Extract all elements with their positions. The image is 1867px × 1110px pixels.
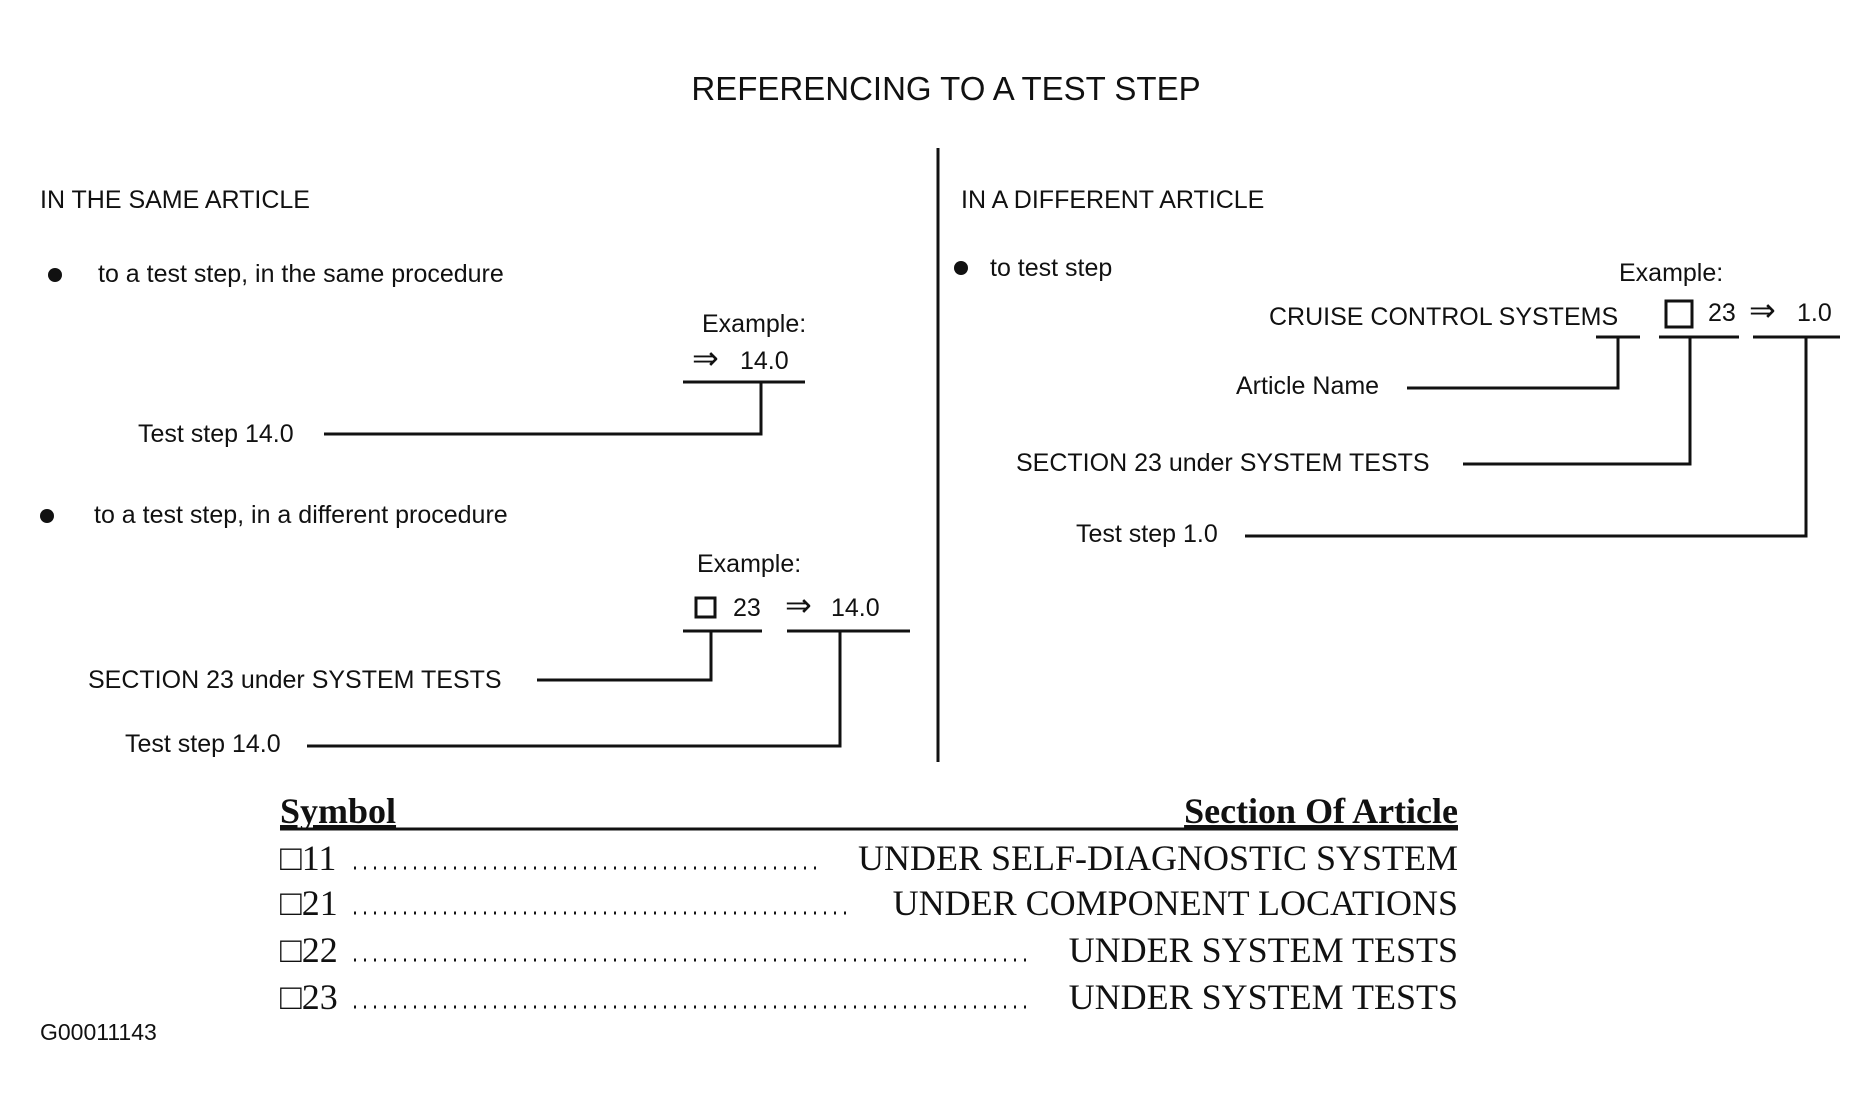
row-symbol: □22 <box>280 930 338 970</box>
example-2-step-leader <box>307 631 842 748</box>
bullet-icon <box>48 268 62 282</box>
right-heading: IN A DIFFERENT ARTICLE <box>961 186 1264 214</box>
example-1-label: Example: <box>702 310 806 338</box>
example-1-leader <box>324 382 763 436</box>
right-section-leader <box>1463 337 1692 466</box>
example-1-step: 14.0 <box>740 347 789 375</box>
example-2-section-leader <box>537 631 713 682</box>
example-2-section: 23 <box>733 594 761 622</box>
diagram-title: REFERENCING TO A TEST STEP <box>691 70 1200 107</box>
example-1-callout: Test step 14.0 <box>138 420 294 448</box>
row-symbol: □21 <box>280 883 338 923</box>
right-bullet-1: to test step <box>990 254 1112 282</box>
right-example-article: CRUISE CONTROL SYSTEMS <box>1269 303 1618 331</box>
right-step-leader <box>1245 337 1808 538</box>
right-example-arrow: ⇒ <box>1749 292 1776 328</box>
figure-id: G00011143 <box>40 1019 157 1045</box>
example-2-step: 14.0 <box>831 594 880 622</box>
row-section: UNDER SELF-DIAGNOSTIC SYSTEM <box>858 838 1458 878</box>
section-box-icon <box>1664 299 1694 329</box>
table-row: □22 UNDER SYSTEM TESTS <box>280 930 1458 970</box>
row-section: UNDER SYSTEM TESTS <box>1069 930 1458 970</box>
left-heading: IN THE SAME ARTICLE <box>40 186 310 214</box>
section-box-icon <box>694 596 717 619</box>
right-callout-article: Article Name <box>1236 372 1379 400</box>
left-bullet-2: to a test step, in a different procedure <box>94 501 508 529</box>
right-article-leader <box>1407 337 1620 390</box>
example-2-label: Example: <box>697 550 801 578</box>
right-example-label: Example: <box>1619 259 1723 287</box>
table-row: □23 UNDER SYSTEM TESTS <box>280 977 1458 1017</box>
example-1-arrow: ⇒ <box>692 340 719 376</box>
right-example-section: 23 <box>1708 299 1736 327</box>
table-header-symbol: Symbol <box>280 791 396 831</box>
table-header-section: Section Of Article <box>1184 791 1458 831</box>
row-symbol: □23 <box>280 977 338 1017</box>
right-example-step: 1.0 <box>1797 299 1832 327</box>
row-section: UNDER COMPONENT LOCATIONS <box>893 883 1458 923</box>
right-callout-step: Test step 1.0 <box>1076 520 1218 548</box>
bullet-icon <box>40 509 54 523</box>
right-callout-section: SECTION 23 under SYSTEM TESTS <box>1016 449 1430 477</box>
row-symbol: □11 <box>280 838 336 878</box>
table-row: □21 UNDER COMPONENT LOCATIONS <box>280 883 1458 923</box>
example-2-arrow: ⇒ <box>785 587 812 623</box>
bullet-icon <box>954 261 968 275</box>
row-section: UNDER SYSTEM TESTS <box>1069 977 1458 1017</box>
table-row: □11 UNDER SELF-DIAGNOSTIC SYSTEM <box>280 838 1458 878</box>
left-bullet-1: to a test step, in the same procedure <box>98 260 504 288</box>
example-2-callout-step: Test step 14.0 <box>125 730 281 758</box>
example-2-callout-section: SECTION 23 under SYSTEM TESTS <box>88 666 502 694</box>
